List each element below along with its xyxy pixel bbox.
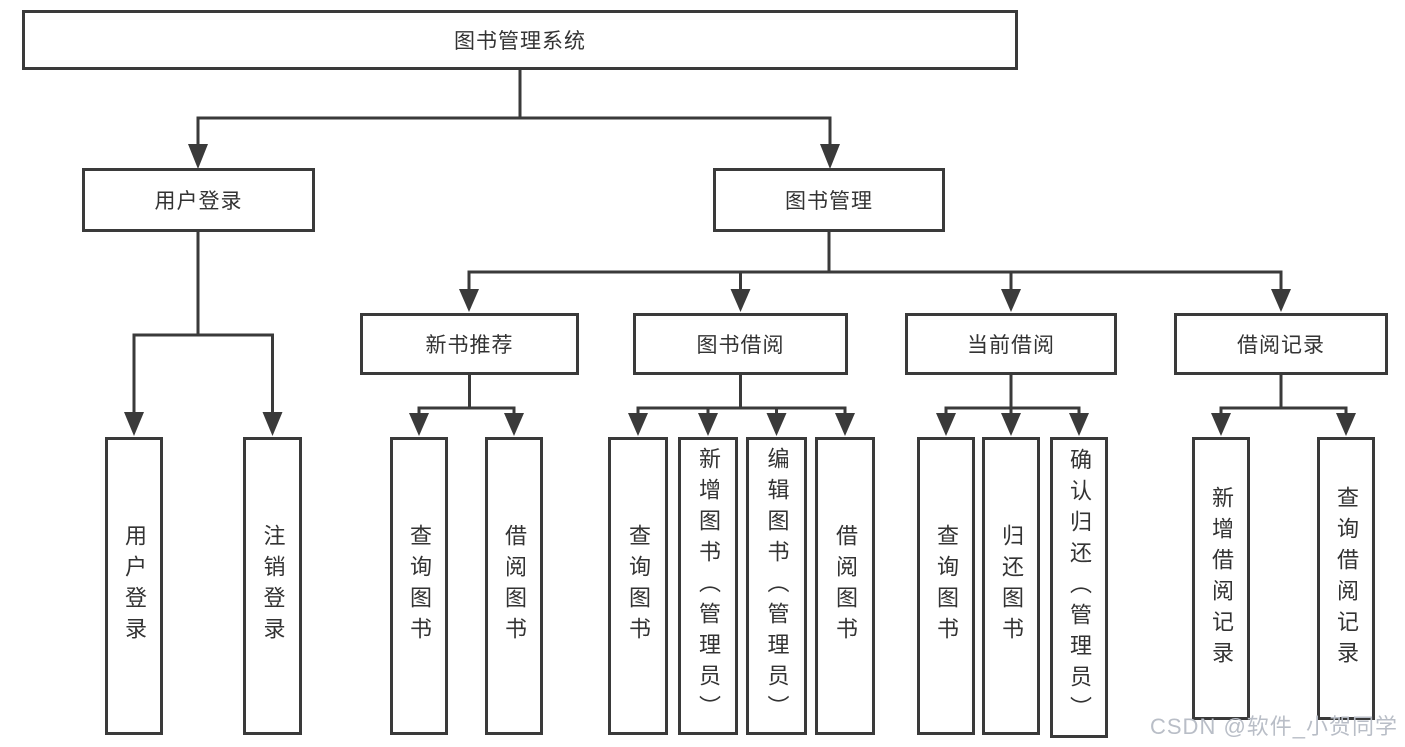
- node-user-login-label: 用户登录: [154, 190, 243, 213]
- leaf-add-borrow-record: 新增借阅记录: [1192, 437, 1250, 720]
- leaf-return-books-label: 归还图书: [999, 524, 1024, 648]
- node-current-borrowing: 当前借阅: [905, 313, 1117, 375]
- leaf-edit-books-admin: 编辑图书（管理员）: [746, 437, 807, 735]
- leaf-user-login: 用户登录: [105, 437, 163, 735]
- root-node-label: 图书管理系统: [454, 30, 586, 53]
- leaf-query-books-current: 查询图书: [917, 437, 975, 735]
- leaf-query-borrow-record-label: 查询借阅记录: [1334, 485, 1359, 672]
- arrowhead-icons: [124, 144, 1356, 436]
- node-book-borrowing: 图书借阅: [633, 313, 848, 375]
- leaf-confirm-return-admin: 确认归还（管理员）: [1050, 437, 1108, 738]
- leaf-query-books-newbook: 查询图书: [390, 437, 448, 735]
- leaf-user-login-label: 用户登录: [122, 524, 147, 648]
- leaf-borrow-books-newbook-label: 借阅图书: [502, 524, 527, 648]
- root-node-library-system: 图书管理系统: [22, 10, 1018, 70]
- leaf-borrow-books-borrow-label: 借阅图书: [833, 524, 858, 648]
- node-new-book-recommend-label: 新书推荐: [425, 334, 514, 357]
- leaf-edit-books-admin-label: 编辑图书（管理员）: [764, 446, 790, 726]
- node-book-borrowing-label: 图书借阅: [696, 334, 785, 357]
- node-borrowing-records: 借阅记录: [1174, 313, 1388, 375]
- leaf-query-books-borrow-label: 查询图书: [626, 524, 651, 648]
- node-borrowing-records-label: 借阅记录: [1237, 334, 1325, 357]
- node-new-book-recommend: 新书推荐: [360, 313, 579, 375]
- leaf-query-borrow-record: 查询借阅记录: [1317, 437, 1375, 720]
- leaf-add-books-admin-label: 新增图书（管理员）: [696, 446, 721, 726]
- leaf-logout-label: 注销登录: [260, 524, 286, 648]
- csdn-watermark: CSDN @软件_小贺同学: [1150, 714, 1399, 739]
- leaf-borrow-books-newbook: 借阅图书: [485, 437, 543, 735]
- node-user-login: 用户登录: [82, 168, 315, 232]
- leaf-logout: 注销登录: [243, 437, 302, 735]
- leaf-query-books-borrow: 查询图书: [608, 437, 668, 735]
- node-book-management-label: 图书管理: [785, 190, 873, 213]
- leaf-return-books: 归还图书: [982, 437, 1040, 735]
- node-book-management: 图书管理: [713, 168, 945, 232]
- node-current-borrowing-label: 当前借阅: [967, 334, 1055, 357]
- leaf-borrow-books-borrow: 借阅图书: [815, 437, 875, 735]
- leaf-query-books-newbook-label: 查询图书: [407, 524, 432, 648]
- leaf-add-books-admin: 新增图书（管理员）: [678, 437, 738, 735]
- leaf-confirm-return-admin-label: 确认归还（管理员）: [1067, 448, 1092, 727]
- leaf-query-books-current-label: 查询图书: [934, 524, 959, 648]
- leaf-add-borrow-record-label: 新增借阅记录: [1209, 485, 1234, 672]
